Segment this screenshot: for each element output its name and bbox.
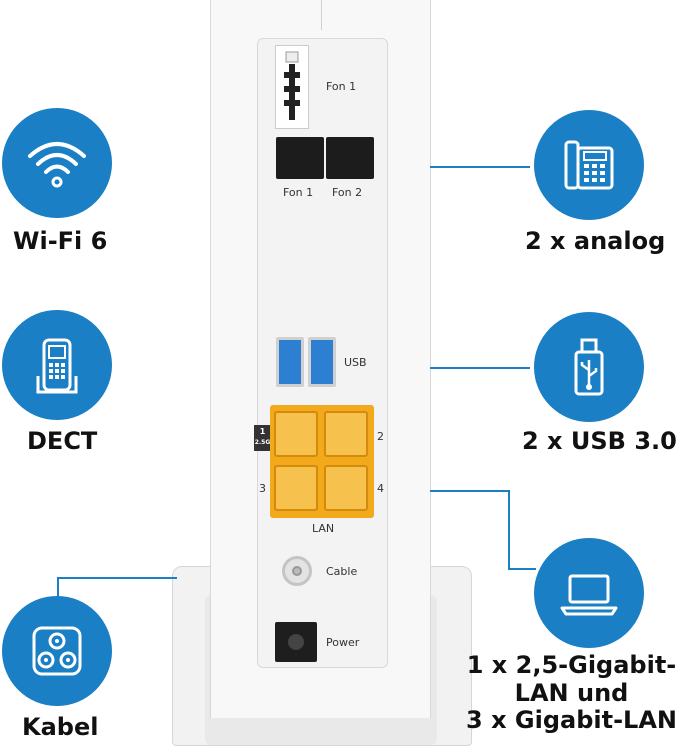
lan-port-1 (274, 411, 318, 457)
analog-label: 2 x analog (525, 227, 666, 255)
usb-port-2 (308, 337, 336, 387)
usb-label: USB (344, 356, 367, 369)
lan-badge (534, 538, 644, 648)
lan-port-4-label: 4 (377, 482, 384, 495)
kabel-connector-line-v (57, 577, 59, 607)
rj11-fon1-port (276, 137, 324, 179)
lan-port-3 (274, 465, 318, 511)
rj11-fon2-label: Fon 2 (332, 186, 363, 199)
kabel-badge (2, 596, 112, 706)
lan-port-3-label: 3 (259, 482, 266, 495)
rj11-fon2-port (326, 137, 374, 179)
wifi-label: Wi-Fi 6 (13, 227, 108, 255)
lan-port-2-label: 2 (377, 430, 384, 443)
usb-badge (534, 312, 644, 422)
lan-port-block (270, 405, 374, 518)
lan-feature-label-line2: LAN und (514, 678, 629, 707)
usb-port-1 (276, 337, 304, 387)
tae-socket (275, 45, 309, 129)
coax-cable-core (292, 566, 302, 576)
analog-badge (534, 110, 644, 220)
tae-socket-icon (284, 51, 300, 120)
lan-tag-number: 1 (259, 427, 266, 436)
lan-feature-label-line1: 1 x 2,5-Gigabit- (466, 651, 677, 679)
power-label: Power (326, 636, 360, 649)
kabel-label: Kabel (22, 713, 99, 741)
dect-phone-icon (36, 338, 78, 394)
rj11-fon1-label: Fon 1 (283, 186, 314, 199)
tae-label: Fon 1 (326, 80, 357, 93)
lan-connector-line-v (508, 490, 510, 570)
lan-connector-line-end (508, 568, 536, 570)
lan-port-4 (324, 465, 368, 511)
usb-feature-label: 2 x USB 3.0 (522, 427, 677, 455)
wifi-badge (2, 108, 112, 218)
lan-tag-speed: 2.5G (254, 439, 271, 446)
dect-label: DECT (27, 427, 98, 455)
lan-2-5g-tag: 1 2.5G (254, 425, 271, 451)
usb-stick-icon (574, 338, 604, 396)
dect-badge (2, 310, 112, 420)
lan-label: LAN (312, 522, 335, 535)
coax-socket-icon (32, 626, 82, 676)
power-port-hole (288, 634, 304, 650)
cable-label: Cable (326, 565, 358, 578)
kabel-connector-line-h (57, 577, 177, 579)
laptop-icon (560, 574, 618, 616)
usb-connector-line (430, 367, 530, 369)
device-seam (321, 0, 322, 30)
lan-feature-label: 1 x 2,5-Gigabit- LAN und 3 x Gigabit-LAN (466, 651, 677, 735)
desk-phone-icon (564, 140, 614, 190)
wifi-icon (28, 142, 86, 188)
lan-connector-line-h (430, 490, 510, 492)
lan-feature-label-line3: 3 x Gigabit-LAN (466, 706, 677, 735)
analog-connector-line (430, 166, 530, 168)
lan-port-2 (324, 411, 368, 457)
